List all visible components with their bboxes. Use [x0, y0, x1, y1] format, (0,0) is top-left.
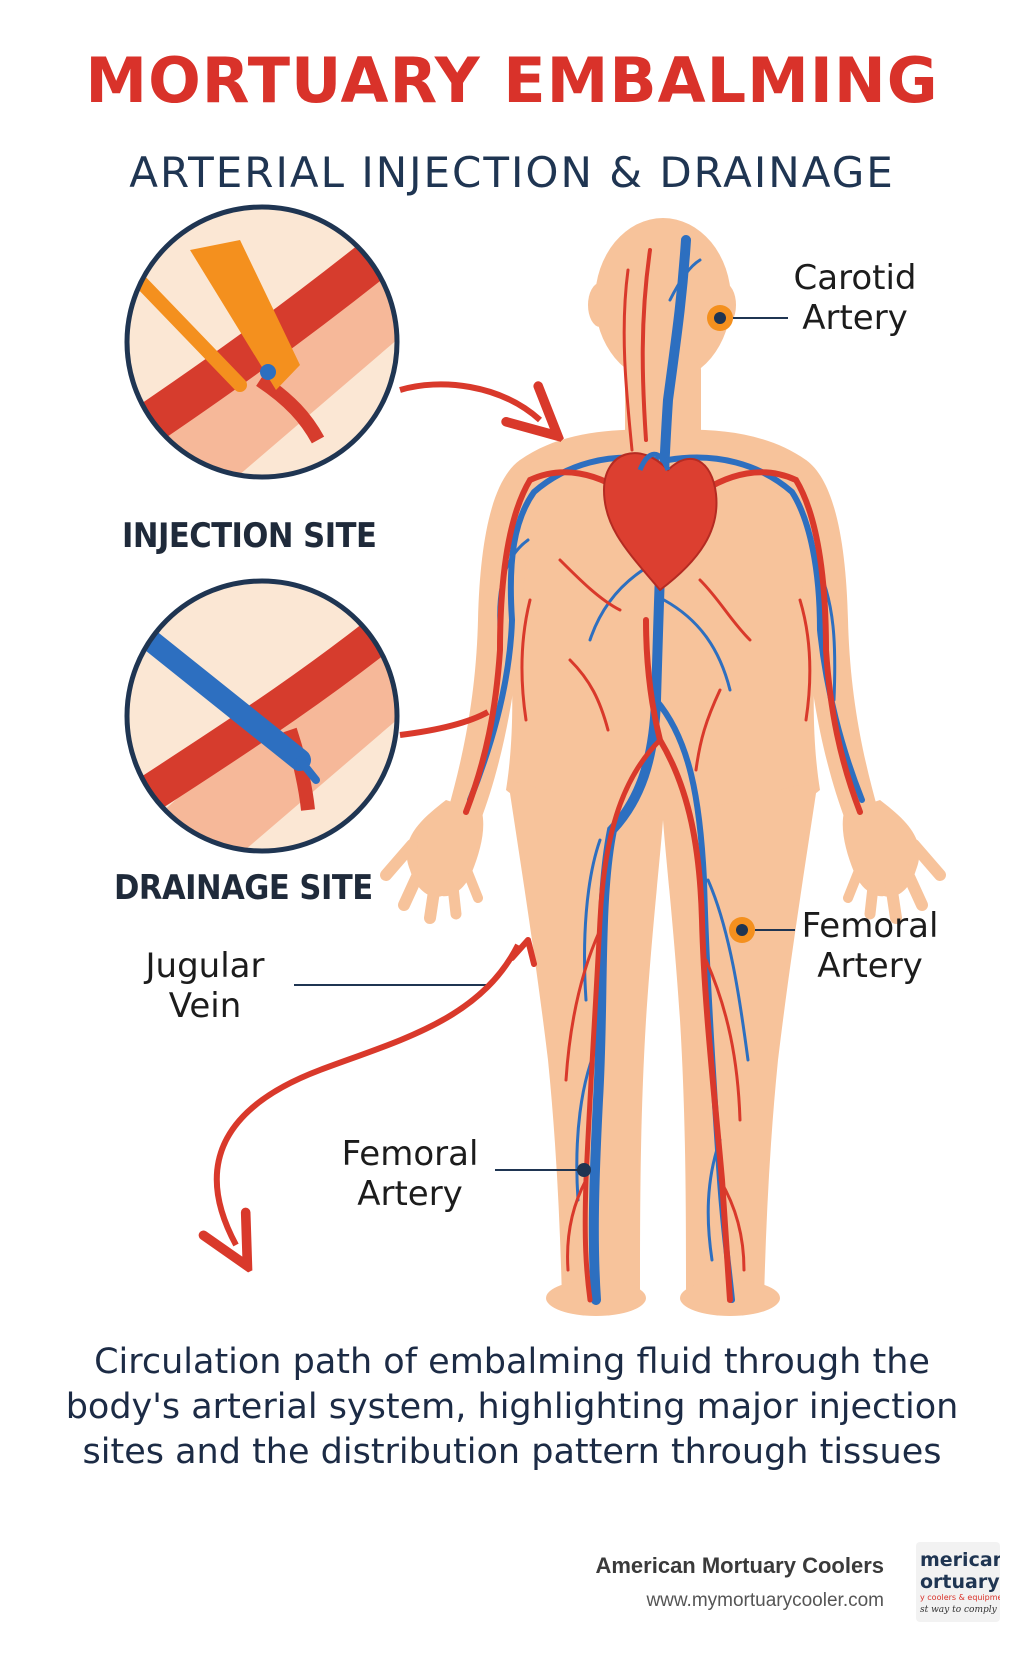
callout-carotid: [707, 305, 788, 331]
flow-arrow-circulation: [217, 943, 521, 1245]
callout-femoral-left: [495, 1163, 591, 1177]
femoral-artery-label-right: Femoral Artery: [801, 906, 939, 986]
company-logo: merican ortuary y coolers & equipment st…: [916, 1542, 1000, 1622]
jugular-vein-label: Jugular Vein: [145, 946, 265, 1026]
logo-text-line3: y coolers & equipment: [920, 1593, 1000, 1602]
callout-femoral-right: [729, 917, 795, 943]
artery-network: [463, 248, 863, 1303]
drainage-site-label: DRAINAGE SITE: [114, 868, 373, 908]
logo-text-line1: merican: [920, 1549, 1000, 1571]
page-subtitle: ARTERIAL INJECTION & DRAINAGE: [129, 148, 895, 197]
flow-arrow-drainage: [399, 709, 490, 738]
brand-url[interactable]: www.mymortuarycooler.com: [646, 1590, 884, 1611]
flow-arrow-injection: [399, 384, 540, 420]
injection-site-label: INJECTION SITE: [122, 516, 377, 556]
heart-icon: [602, 452, 718, 592]
logo-text-line2: ortuary: [920, 1571, 1000, 1593]
brand-name: American Mortuary Coolers: [595, 1553, 884, 1578]
injection-site-inset: [124, 204, 400, 480]
page-title: MORTUARY EMBALMING: [85, 44, 939, 117]
carotid-artery-label: Carotid Artery: [793, 258, 917, 338]
logo-text-line4: st way to comply: [920, 1605, 998, 1615]
figure-caption: Circulation path of embalming fluid thro…: [65, 1342, 959, 1472]
femoral-artery-label-left: Femoral Artery: [341, 1134, 479, 1214]
